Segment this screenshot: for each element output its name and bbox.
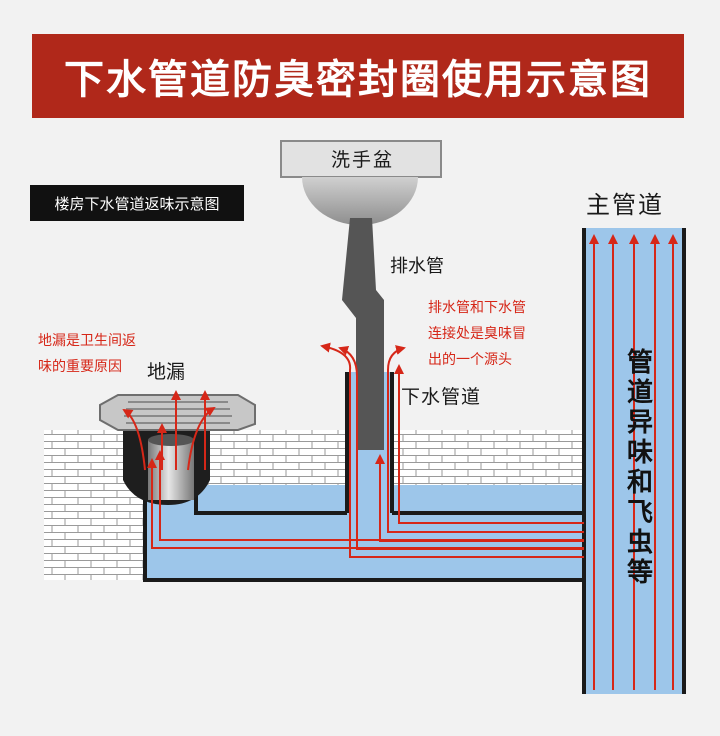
floor-drain-note: 地漏是卫生间返 味的重要原因 bbox=[38, 328, 136, 380]
vertical-char: 和 bbox=[626, 468, 653, 498]
sewer-pipe-label: 下水管道 bbox=[401, 386, 482, 408]
page-title: 下水管道防臭密封圈使用示意图 bbox=[64, 57, 652, 103]
vertical-char: 等 bbox=[626, 558, 653, 588]
note-line: 排水管和下水管 bbox=[428, 300, 526, 316]
note-line: 连接处是臭味冒 bbox=[428, 326, 526, 342]
vertical-char: 管 bbox=[626, 348, 653, 378]
vertical-char: 虫 bbox=[626, 528, 653, 558]
main-pipe-arrows bbox=[589, 234, 678, 690]
vertical-char: 味 bbox=[626, 438, 653, 468]
drain-pipe bbox=[342, 218, 384, 450]
basin-bowl bbox=[302, 177, 418, 225]
vertical-char: 异 bbox=[626, 408, 653, 438]
floor-drain-core bbox=[148, 440, 194, 500]
basin-rim bbox=[280, 140, 442, 178]
main-pipe-label: 主管道 bbox=[586, 191, 664, 219]
drain-pipe-label: 排水管 bbox=[390, 256, 444, 277]
note-line: 地漏是卫生间返 bbox=[38, 333, 136, 349]
floor-drain-arrows bbox=[122, 390, 216, 471]
main-pipe-vertical-text: 管 道 异 味 和 飞 虫 等 bbox=[626, 348, 654, 588]
diagram-tag: 楼房下水管道返味示意图 bbox=[30, 185, 244, 221]
joint-note: 排水管和下水管 连接处是臭味冒 出的一个源头 bbox=[428, 295, 526, 373]
title-banner: 下水管道防臭密封圈使用示意图 bbox=[32, 34, 684, 118]
vertical-char: 道 bbox=[626, 378, 653, 408]
note-line: 味的重要原因 bbox=[38, 359, 122, 375]
note-line: 出的一个源头 bbox=[428, 352, 512, 368]
floor-drain-grate bbox=[99, 394, 256, 431]
vertical-char: 飞 bbox=[626, 498, 653, 528]
floor-drain-label: 地漏 bbox=[147, 361, 186, 383]
horizontal-pipe-arrows bbox=[147, 342, 584, 558]
basin-label: 洗手盆 bbox=[331, 149, 395, 171]
